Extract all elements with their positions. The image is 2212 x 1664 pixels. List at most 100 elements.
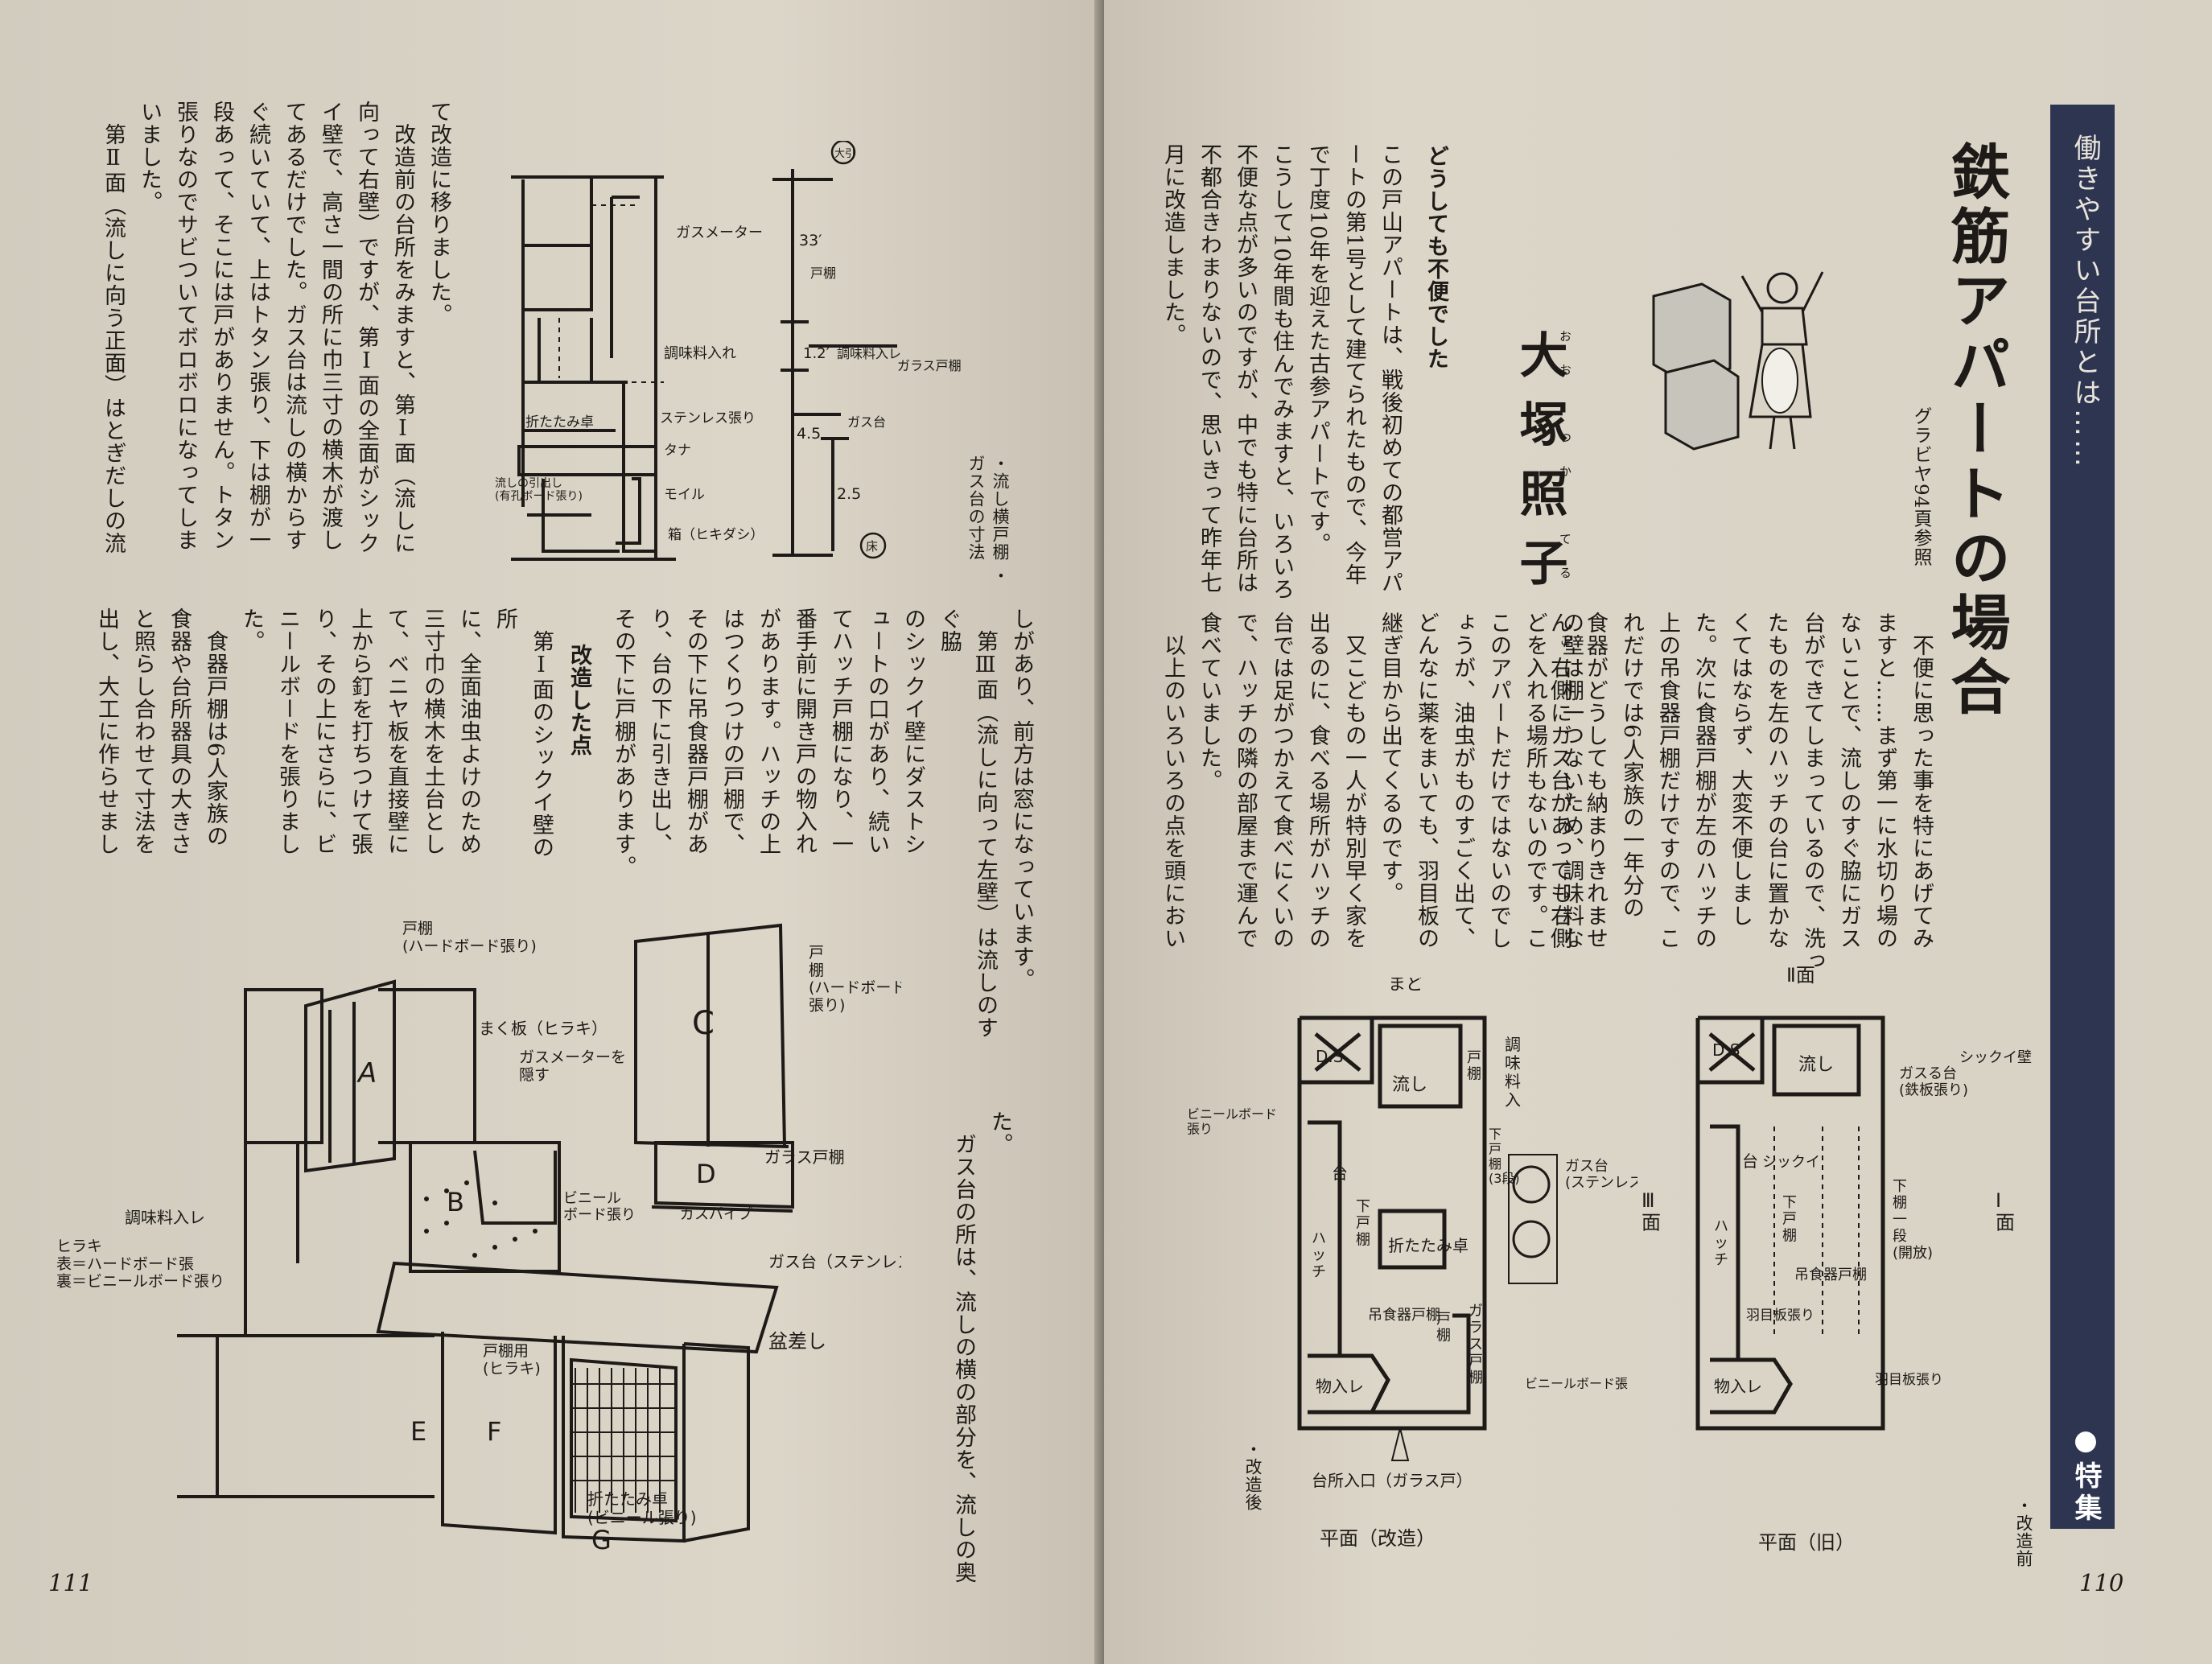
text-column: しがあり、前方は窓になっています。 xyxy=(1009,608,1034,991)
text-column: 番手前に開き戸の物入れ xyxy=(792,608,817,855)
label-chomiryo-ire: 調味料入レ xyxy=(837,346,901,361)
text-column: 第Ⅰ面のシックイ壁の所 xyxy=(492,608,554,859)
author-ruby: おお つか てる こ xyxy=(1558,330,1572,668)
label-totana: 戸棚 xyxy=(810,266,836,281)
label-to2-after: 戸棚 xyxy=(1436,1311,1451,1345)
label-mado: まど xyxy=(1388,978,1423,995)
text-column: 不便に思った事を特にあげてみ xyxy=(1909,612,1934,949)
label-dim-33: 33′ xyxy=(799,232,822,249)
text-column: 第Ⅲ面（流しに向って左壁）は流しのすぐ脇 xyxy=(937,608,998,1039)
text-column: イ壁で、高さ一間の所に巾三寸の横木が渡し xyxy=(318,101,343,551)
text-column: てあるだけでした。ガス台は流しの横からす xyxy=(282,101,307,551)
text-column: 張りなのでサビついてボロボロになってしま xyxy=(173,101,198,551)
label-gasmeter-kakusu: ガスメーターを隠す xyxy=(519,1048,626,1084)
text-column: れだけでは6人家族の一年分の xyxy=(1619,612,1644,920)
label-dim-25: 2.5 xyxy=(837,485,861,503)
text-column: の壁は棚一つないため、調味料な xyxy=(1559,612,1584,949)
text-column: て、ベニヤ板を直接壁に xyxy=(384,608,409,855)
label-tsuri-after: 吊食器戸棚 xyxy=(1368,1307,1440,1324)
label-monoire-before: 物入レ xyxy=(1714,1377,1762,1396)
band-title: 働きやすい台所とは…… xyxy=(2069,134,2101,470)
text-column: に、全面油虫よけのため xyxy=(456,608,481,855)
label-yuka: 床 xyxy=(866,539,878,554)
label-legend: ヒラキ表＝ハードボード張裏＝ビニールボード張り xyxy=(56,1238,224,1291)
label-stainless: ステンレス張り xyxy=(660,410,756,426)
label-hatch-before: ハッチ xyxy=(1714,1218,1728,1268)
text-column: ニールボードを張りまし xyxy=(275,608,300,855)
label-vinyl-p: ビニールボード張り xyxy=(563,1190,636,1224)
label-gas: ガス台 xyxy=(847,414,886,430)
label-shitatana-before: 下棚一段(開放) xyxy=(1893,1178,1933,1262)
text-column: 出し、大工に作らせまし xyxy=(94,608,119,855)
text-column: この戸山アパートは、戦後初めての都営アパ xyxy=(1378,143,1403,594)
text-column: ますと……まず第一に水切り場の xyxy=(1872,612,1897,949)
label-shikkui-side: シックイ xyxy=(1762,1154,1820,1171)
letter-b: B xyxy=(447,1187,464,1217)
label-dai-before: 台 xyxy=(1742,1151,1758,1171)
caption-plan-after: 平面（改造） xyxy=(1320,1527,1436,1550)
label-hamei2-before: 羽目板張り xyxy=(1875,1372,1943,1388)
perspective-drawing: A B C D E F G 戸棚(ハードボード張り) まく板（ヒラキ） ガスメー… xyxy=(56,885,901,1553)
label-nagashi-after: 流し xyxy=(1392,1075,1427,1095)
page-number-left: 111 xyxy=(48,1569,93,1596)
text-column: どを入れる場所もないのです。こ xyxy=(1522,612,1547,949)
text-column: で丁度10年を迎えた古参アパートです。 xyxy=(1305,143,1330,556)
left-top-text: て改造に移りました。 改造前の台所をみますと、第Ⅰ面（流しに向って右壁）ですが、… xyxy=(95,101,457,583)
text-column: 三寸巾の横木を土台とし xyxy=(420,608,445,855)
label-ohiki: 大引 xyxy=(834,148,855,160)
letter-e: E xyxy=(410,1416,426,1447)
gravure-reference: グラビヤ94頁参照 xyxy=(1910,406,1931,567)
label-gas-dai-p: ガス台（ステンレス張り） xyxy=(768,1252,901,1271)
letter-c: C xyxy=(692,1005,715,1042)
label-hatch-after: ハッチ xyxy=(1312,1230,1326,1280)
label-men2: Ⅱ面 xyxy=(1786,966,1815,986)
letter-f: F xyxy=(487,1416,501,1447)
floorplan-after: D.S 流し まど 戸棚 調味料入 ビニールボード張り 台 下戸棚 ガス台(ステ… xyxy=(1187,978,1637,1557)
text-column: た。次に食器戸棚が左のハッチの xyxy=(1691,612,1716,949)
text-column: ん。右側にガス台があっても右側 xyxy=(1547,612,1571,949)
text-column: どんなに薬をまいても、羽目板の xyxy=(1414,612,1439,949)
text-column: り、その上にさらに、ビ xyxy=(311,608,336,855)
label-glass-totana-p: ガラス戸棚 xyxy=(764,1147,845,1167)
text-column: て改造に移りました。 xyxy=(426,101,451,326)
text-column: 向って右壁）ですが、第Ⅰ面の全面がシック xyxy=(354,101,379,554)
text-column: 段あって、そこには戸がありません。トタン xyxy=(209,101,234,551)
text-column: その下に戸棚があります。 xyxy=(611,608,636,878)
feature-band: 働きやすい台所とは…… ●特集 xyxy=(2050,105,2115,1529)
main-text-b: の壁は棚一つないため、調味料などを入れる場所もないのです。ここのアパートだけでは… xyxy=(1155,612,1589,1046)
label-totana-hb: 戸棚(ハードボード張り) xyxy=(402,920,537,955)
letter-d: D xyxy=(696,1159,716,1189)
label-hikidashi: 流しの引出し(有孔ボード張り) xyxy=(495,477,583,503)
article-title: 鉄筋アパートの場合 xyxy=(1941,141,2010,720)
text-column: このアパートだけではないのでし xyxy=(1486,612,1511,949)
text-column: 第Ⅱ面（流しに向う正面）はとぎだしの流 xyxy=(101,101,126,554)
label-dim-12: 1.2′ xyxy=(803,345,830,362)
text-column: くてはならず、大変不便しまし xyxy=(1728,612,1753,927)
label-glassto-after: ガラス戸棚 xyxy=(1468,1303,1483,1386)
text-column: ガス台の所は、流しの横の部分を、流しの奥 xyxy=(951,1110,976,1584)
section-drawing: 大引 床 ガスメーター 33′ 戸棚 調味料入れ 1.2′ 調味料入レ ガラス戸… xyxy=(495,141,978,579)
label-gas-iron: ガスる台(鉄板張り) xyxy=(1899,1065,1968,1099)
text-column: いました。 xyxy=(137,101,162,213)
right-page: 110 xyxy=(1104,0,2212,1664)
text-column: ぐ続いていて、上はトタン張り、下は棚が一 xyxy=(245,101,270,551)
label-gas-pipe: ガスパイプ xyxy=(680,1206,752,1223)
page-number-right: 110 xyxy=(2079,1569,2124,1596)
text-column: てハッチ戸棚になり、一 xyxy=(828,608,853,855)
label-totana-hiraki: 戸棚用(ヒラキ) xyxy=(483,1342,541,1378)
text-column: ょうが、油虫がものすごく出て、 xyxy=(1450,612,1475,949)
label-moiru: モイル xyxy=(664,487,705,503)
text-column: こうして10年間も住んでみますと、いろいろ xyxy=(1269,143,1294,601)
main-text-a: 不便に思った事を特にあげてみますと……まず第一に水切り場のないことで、流しのすぐ… xyxy=(1541,612,1939,1046)
label-oritatami-p: 折たたみ卓(ビニール張り) xyxy=(587,1489,697,1527)
label-gas-meter: ガスメーター xyxy=(676,224,763,241)
label-dim-45: 4.5 xyxy=(797,425,821,443)
text-column: 食器戸棚は6人家族の xyxy=(203,608,228,848)
label-oritatami: 折たたみ卓 xyxy=(525,414,594,430)
text-column: があります。ハッチの上 xyxy=(756,608,781,855)
label-totana-right: 戸棚(ハードボード張り) xyxy=(809,944,901,1015)
left-bottom-text-a: しがあり、前方は窓になっています。 第Ⅲ面（流しに向って左壁）は流しのすぐ脇のシ… xyxy=(605,608,1040,1042)
label-chomiryo-p: 調味料入レ xyxy=(125,1208,205,1227)
